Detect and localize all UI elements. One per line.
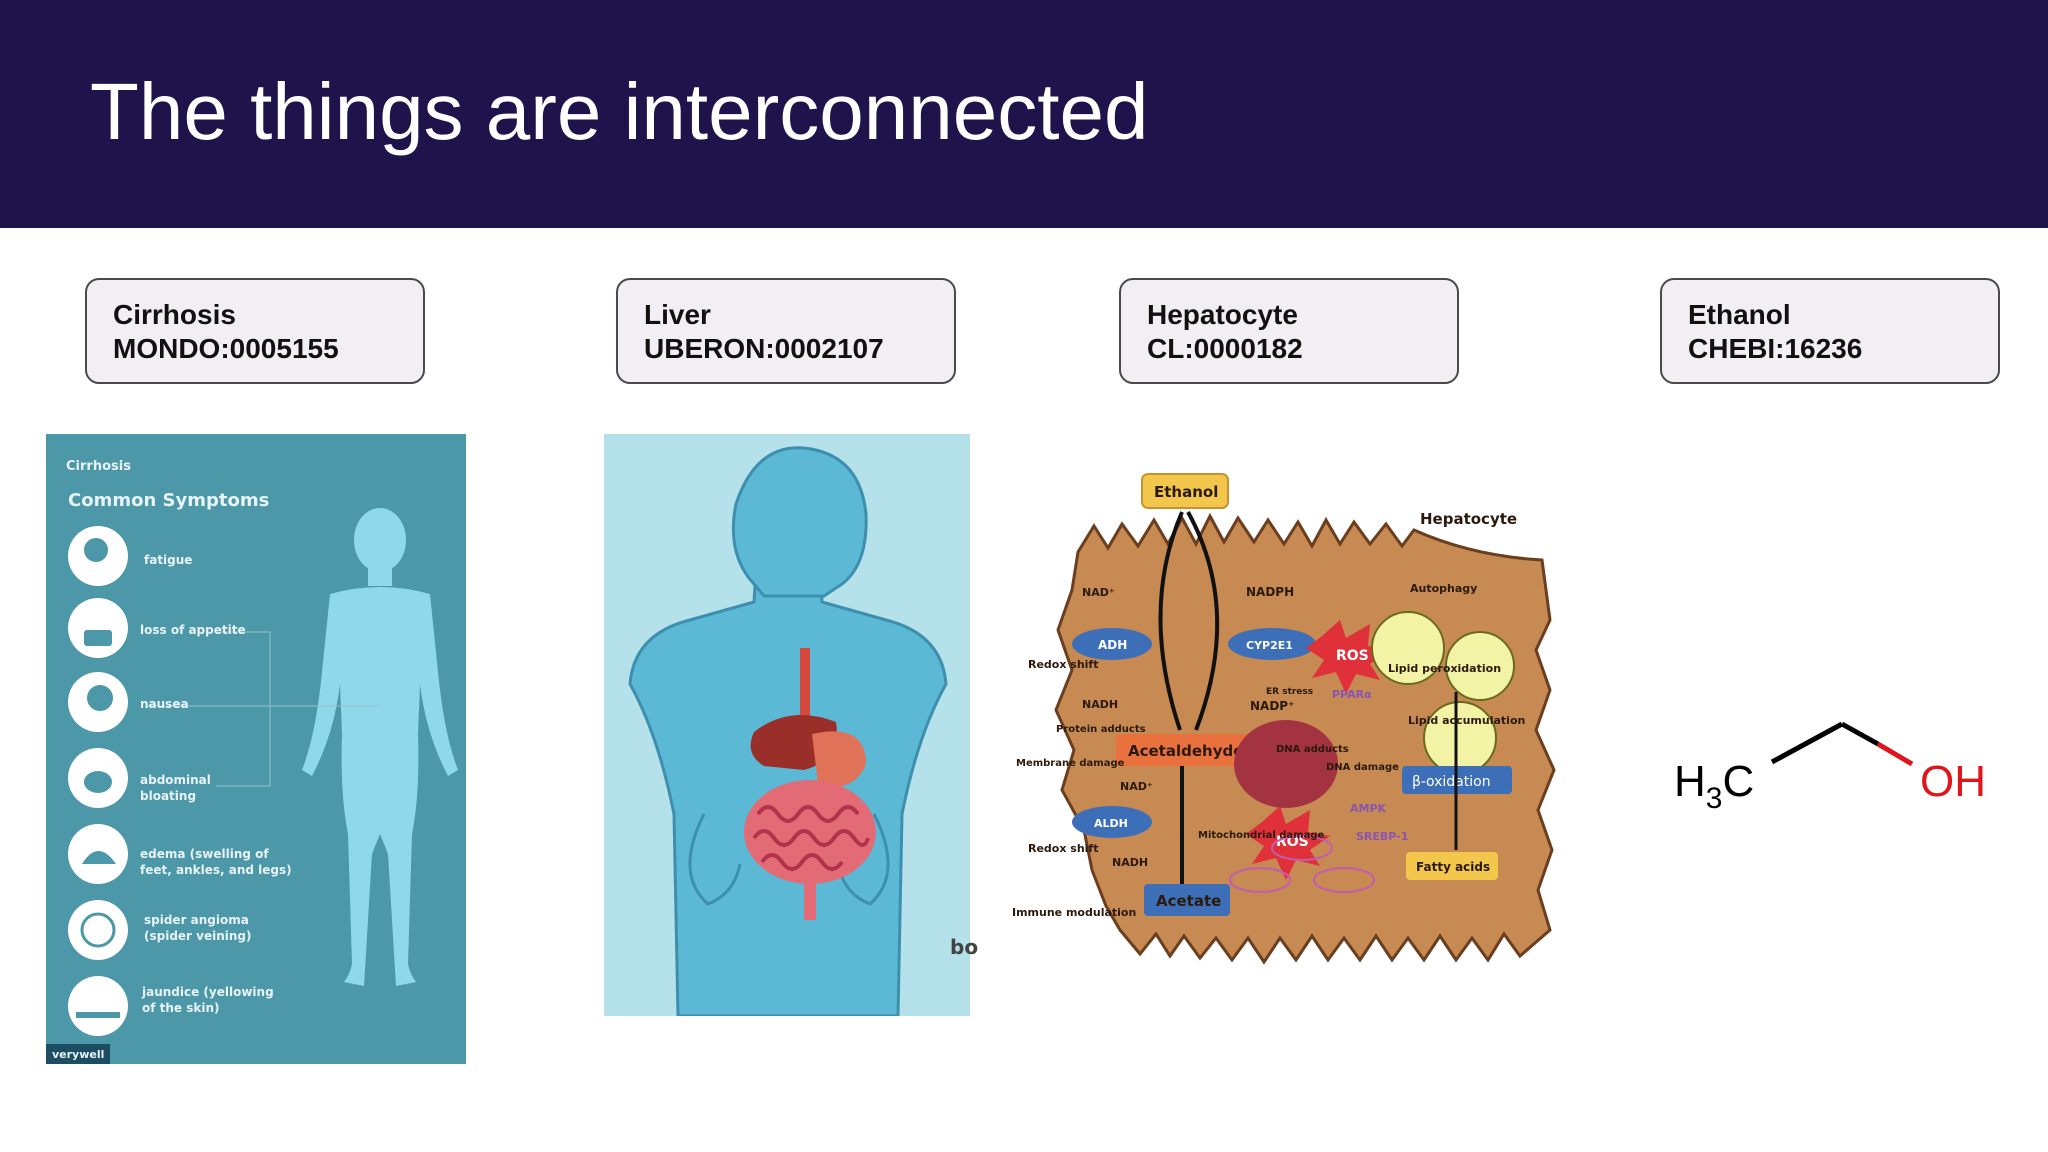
nadp-label: NADP⁺ xyxy=(1250,699,1294,713)
er-stress-label: ER stress xyxy=(1266,687,1313,697)
fatty-acids-node: Fatty acids xyxy=(1416,860,1490,874)
immune-modulation-label: Immune modulation xyxy=(1012,906,1136,919)
redox-shift-label: Redox shift xyxy=(1028,658,1098,671)
ppara-label: PPARα xyxy=(1332,688,1372,701)
nad-label: NAD⁺ xyxy=(1082,586,1115,599)
srebp1-label: SREBP-1 xyxy=(1356,830,1408,843)
nad-label: NAD⁺ xyxy=(1120,780,1153,793)
slide-title: The things are interconnected xyxy=(90,67,1149,156)
ethanol-structure-diagram: H3C OH xyxy=(1674,721,1986,815)
nadph-label: NADPH xyxy=(1246,585,1294,599)
mito-damage-label: Mitochondrial damage xyxy=(1198,830,1324,841)
cell-label: Hepatocyte xyxy=(1420,510,1517,528)
body-silhouette-icon xyxy=(302,508,458,986)
c-o-bond-oxygen-side xyxy=(1876,741,1914,767)
term-name: Hepatocyte xyxy=(1147,299,1298,330)
term-id: MONDO:0005155 xyxy=(113,333,339,364)
title-bar: The things are interconnected xyxy=(0,0,2048,228)
membrane-damage-label: Membrane damage xyxy=(1016,758,1125,769)
nadh-label: NADH xyxy=(1082,698,1118,711)
lipid-accumulation-label: Lipid accumulation xyxy=(1408,714,1525,727)
ampk-label: AMPK xyxy=(1350,802,1387,815)
nadh-label: NADH xyxy=(1112,856,1148,869)
term-name: Liver xyxy=(644,299,711,330)
term-id: CL:0000182 xyxy=(1147,333,1303,364)
term-card-cirrhosis: Cirrhosis MONDO:0005155 xyxy=(85,278,425,384)
cirrhosis-symptoms-image: Cirrhosis Common Symptoms fatigue loss o… xyxy=(46,434,466,1064)
hepatocyte-metabolism-diagram: Hepatocyte Ethanol ADH CYP2E1 ALDH Aceta… xyxy=(1012,473,1556,965)
infographic-kicker: Cirrhosis xyxy=(66,459,131,474)
symptom-label: feet, ankles, and legs) xyxy=(140,863,292,877)
symptom-label: of the skin) xyxy=(142,1001,220,1015)
term-card-liver: Liver UBERON:0002107 xyxy=(616,278,956,384)
verywell-logo: verywell xyxy=(52,1048,104,1061)
cropped-label: bo xyxy=(950,935,978,959)
redox-shift-label: Redox shift xyxy=(1028,842,1098,855)
lipid-droplets xyxy=(1371,611,1515,775)
hydroxyl-group-label: OH xyxy=(1920,757,1986,806)
mitochondria-icon xyxy=(1229,835,1375,893)
symptom-label: nausea xyxy=(140,697,189,711)
term-name: Ethanol xyxy=(1688,299,1791,330)
ros-burst-1: ROS xyxy=(1336,648,1369,664)
autophagy-label: Autophagy xyxy=(1410,582,1477,595)
lipid-peroxidation-label: Lipid peroxidation xyxy=(1388,662,1501,675)
adh-enzyme: ADH xyxy=(1098,638,1127,652)
symptom-label: spider angioma xyxy=(144,913,249,927)
term-card-hepatocyte: Hepatocyte CL:0000182 xyxy=(1119,278,1459,384)
cyp2e1-enzyme: CYP2E1 xyxy=(1246,639,1293,652)
term-name: Cirrhosis xyxy=(113,299,236,330)
dna-adducts-label: DNA adducts xyxy=(1276,744,1349,755)
beta-oxidation-node: β-oxidation xyxy=(1412,774,1491,790)
digestive-organs-icon xyxy=(744,648,876,920)
symptom-label: loss of appetite xyxy=(140,623,246,637)
acetate-node: Acetate xyxy=(1156,892,1221,910)
symptom-label: fatigue xyxy=(144,553,192,567)
dna-damage-label: DNA damage xyxy=(1326,762,1399,773)
symptom-label: bloating xyxy=(140,789,196,803)
term-id: UBERON:0002107 xyxy=(644,333,884,364)
methyl-group-label: H3C xyxy=(1674,757,1754,815)
c-o-bond-carbon-side xyxy=(1840,721,1880,747)
liver-anatomy-image: bo xyxy=(604,434,978,1016)
term-card-ethanol: Ethanol CHEBI:16236 xyxy=(1660,278,2000,384)
ethanol-node: Ethanol xyxy=(1154,483,1218,501)
c-c-bond xyxy=(1770,721,1844,765)
protein-adducts-label: Protein adducts xyxy=(1056,724,1146,735)
symptom-label: abdominal xyxy=(140,773,211,787)
symptom-label: edema (swelling of xyxy=(140,847,269,861)
aldh-enzyme: ALDH xyxy=(1094,817,1128,830)
symptom-label: jaundice (yellowing xyxy=(141,985,274,999)
term-id: CHEBI:16236 xyxy=(1688,333,1863,364)
infographic-heading: Common Symptoms xyxy=(68,490,269,511)
acetaldehyde-node: Acetaldehyde xyxy=(1128,742,1243,760)
symptom-label: (spider veining) xyxy=(144,929,252,943)
